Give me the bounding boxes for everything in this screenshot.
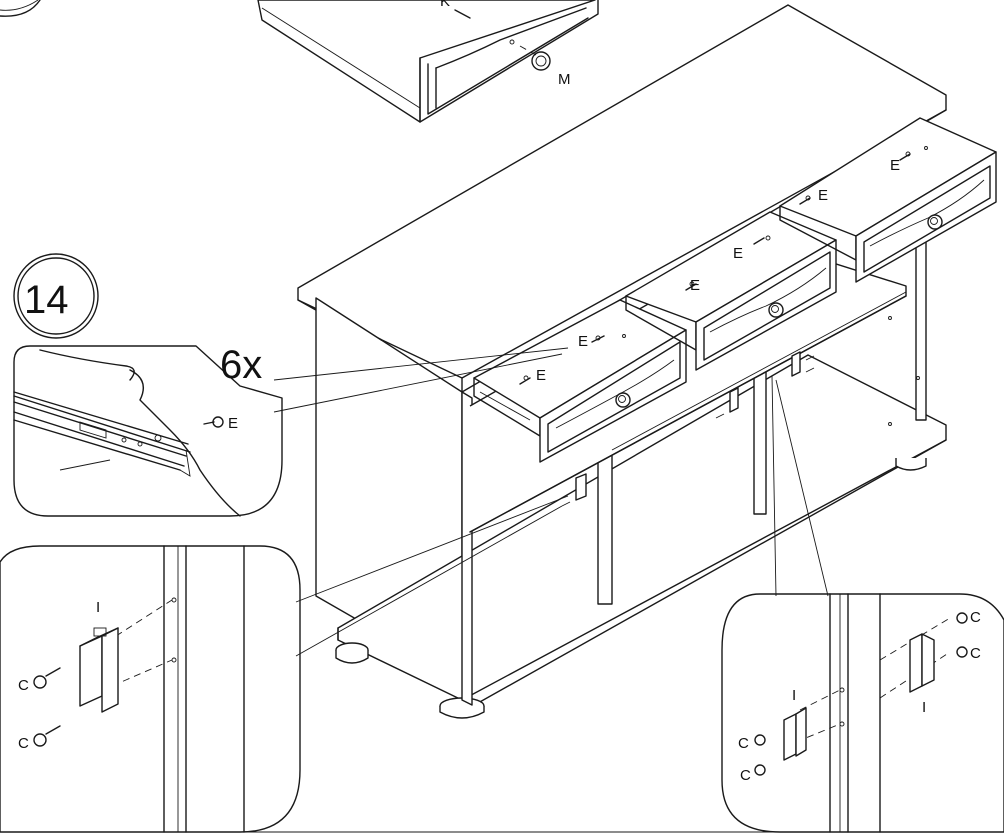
label-i-right-2: I <box>922 699 926 716</box>
label-k: K <box>440 0 450 10</box>
label-i-left: I <box>96 599 100 616</box>
label-c-right-2: C <box>740 767 751 784</box>
label-e-5: E <box>818 187 828 204</box>
catch-detail-left: I C C <box>0 495 569 833</box>
label-c-left-2: C <box>18 735 29 752</box>
catch-detail-right: I I C C C C <box>721 375 1004 833</box>
label-e-6: E <box>890 157 900 174</box>
label-e-4: E <box>733 245 743 262</box>
label-i-right-1: I <box>792 687 796 704</box>
label-c-right-4: C <box>970 645 981 662</box>
cabinet: E E E E E E <box>297 4 997 719</box>
prior-detail-fragment <box>0 0 41 17</box>
step-number: 14 <box>24 278 69 322</box>
drawer-middle <box>625 211 837 371</box>
step-badge: 14 <box>13 253 99 339</box>
label-m: M <box>558 71 571 88</box>
drawer-right <box>779 117 997 283</box>
runner-detail: E 6x <box>13 343 569 517</box>
label-e-1: E <box>536 367 546 384</box>
count-label: 6x <box>220 343 262 387</box>
drawer-left <box>473 299 687 463</box>
label-c-right-1: C <box>738 735 749 752</box>
label-c-left-1: C <box>18 677 29 694</box>
top-drawer-detail: K M <box>0 0 599 123</box>
label-e-2: E <box>578 333 588 350</box>
label-e-detail: E <box>228 415 238 432</box>
label-c-right-3: C <box>970 609 981 626</box>
label-e-3: E <box>690 277 700 294</box>
